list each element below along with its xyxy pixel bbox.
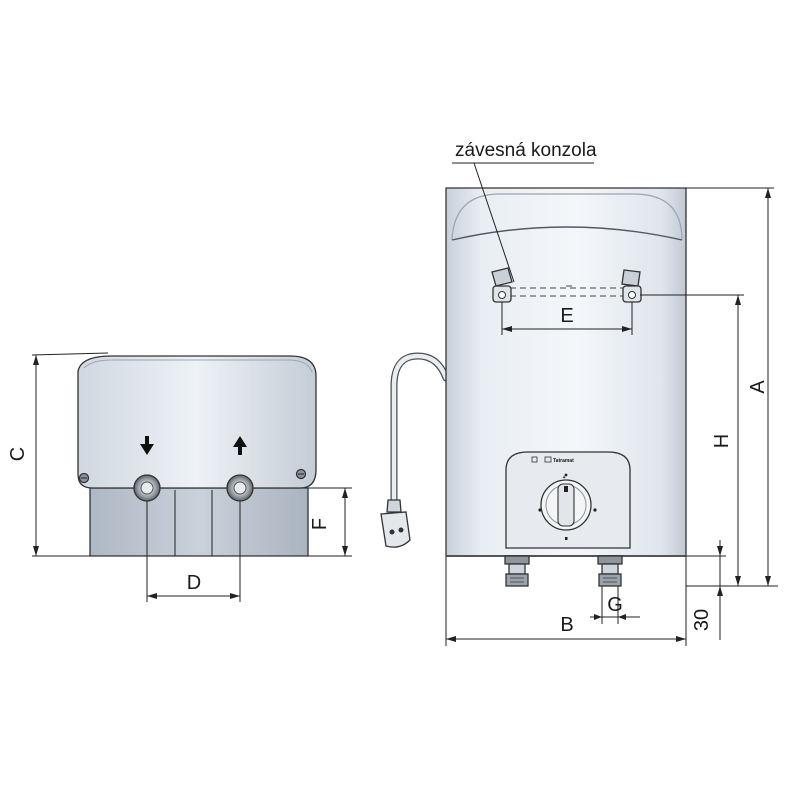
bracket-callout-leader [452,162,594,283]
outlet-connector [597,555,623,587]
side-view: C F D [7,352,352,602]
inlet-connector [504,555,530,587]
dimension-c-label: C [7,447,29,461]
brand-logo-icon [544,456,552,463]
wall-bracket [491,267,642,303]
dimension-b-label: B [560,614,573,636]
bracket-callout-label: závesná konzola [455,140,597,161]
power-cord [380,352,450,548]
side-lower-housing [89,487,309,557]
side-upper-cover [77,355,317,489]
arrow-down-icon [140,436,154,455]
dimension-f-label: F [309,518,331,530]
front-view: závesná konzola Tatramat ✦ [445,140,778,646]
dimension-c [31,352,109,557]
dimension-a-label: A [747,380,769,394]
top-cap-arc [451,226,683,241]
dimension-30 [686,540,726,640]
dimension-g-label: G [607,594,623,616]
dimension-a [686,187,774,586]
temperature-knob[interactable] [540,479,592,531]
dimension-h [640,294,778,587]
bracket-hanger-left [491,267,513,287]
dimension-30-label: 30 [691,609,713,631]
arrow-up-icon [233,436,247,455]
dimension-g [590,586,640,624]
side-cover-highlight [83,359,313,373]
dimension-e [501,302,633,335]
dimension-h-label: H [711,434,733,448]
brand-plate-text: Tatramat [553,458,574,464]
dimension-b [445,556,687,646]
plug-icon [380,511,411,548]
svg-text:✦: ✦ [562,475,566,481]
indicator-lamp [531,456,538,463]
dimension-d-label: D [187,572,201,594]
dimension-d [146,501,241,602]
bracket-hanger-right [621,269,641,287]
dimension-e-label: E [560,305,573,327]
control-panel: Tatramat ✦ [505,451,631,549]
dimension-f [308,487,352,557]
top-cap-edge [451,193,683,241]
